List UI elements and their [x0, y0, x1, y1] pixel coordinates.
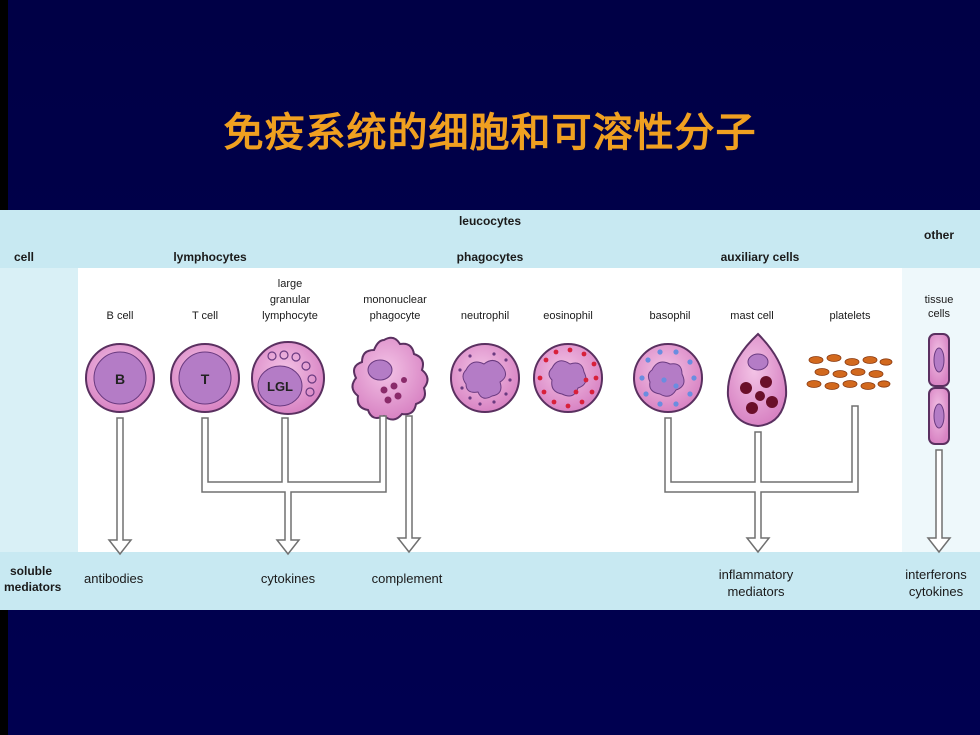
mononuclear-label-line2: phagocyte	[369, 310, 421, 322]
mediators-row-label: mediators	[4, 580, 62, 594]
inflammatory-mediators-line1: inflammatory	[718, 567, 794, 582]
b-cell-graphic: B	[85, 343, 155, 413]
leucocytes-label: leucocytes	[458, 214, 522, 228]
platelets-label: platelets	[829, 310, 871, 322]
basophil-label: basophil	[649, 310, 691, 322]
tissue-cells-label-line1: tissue	[924, 294, 954, 306]
slide-title: 免疫系统的细胞和可溶性分子	[223, 110, 757, 156]
mononuclear-phagocyte-graphic	[351, 336, 429, 421]
inflammatory-mediators-line2: mediators	[727, 584, 785, 599]
cytokines-label: cytokines	[260, 571, 316, 586]
tissue-cells-label-line2: cells	[927, 308, 950, 320]
cell-diagram-graphic: B T LGL	[85, 332, 952, 556]
eosinophil-graphic	[533, 343, 603, 413]
header-band	[0, 210, 980, 268]
left-label-column	[0, 268, 78, 552]
t-cell-label: T cell	[191, 310, 219, 322]
diagram-panel: leucocytes other cell lymphocytes phagoc…	[0, 210, 980, 610]
interferons-line1: interferons	[905, 567, 967, 582]
platelets-graphic	[806, 354, 893, 390]
mast-cell-graphic	[726, 332, 788, 428]
t-cell-graphic: T	[170, 343, 240, 413]
lymphocytes-label: lymphocytes	[173, 250, 247, 264]
t-cell-letter: T	[201, 371, 210, 387]
b-cell-letter: B	[115, 371, 125, 387]
interferons-line2: cytokines	[908, 584, 964, 599]
footer-band	[0, 552, 980, 610]
lgl-label-line2: granular	[269, 294, 311, 306]
mononuclear-label-line1: mononuclear	[363, 294, 427, 306]
cell-row-label: cell	[14, 250, 35, 264]
lgl-graphic: LGL	[251, 341, 325, 415]
lgl-letters: LGL	[267, 379, 293, 394]
neutrophil-graphic	[450, 343, 520, 413]
eosinophil-label: eosinophil	[543, 310, 593, 322]
neutrophil-label: neutrophil	[460, 310, 510, 322]
phagocytes-label: phagocytes	[456, 250, 524, 264]
tissue-cells-graphic	[928, 333, 950, 445]
mast-cell-label: mast cell	[730, 310, 774, 322]
other-label: other	[924, 228, 954, 242]
lgl-label-line1: large	[277, 278, 303, 290]
arrows-graphic	[107, 405, 952, 556]
basophil-graphic	[633, 343, 703, 413]
antibodies-label: antibodies	[84, 571, 144, 586]
complement-label: complement	[371, 571, 443, 586]
b-cell-label: B cell	[106, 310, 134, 322]
soluble-row-label: soluble	[10, 564, 53, 578]
lgl-label-line3: lymphocyte	[262, 310, 318, 322]
auxiliary-cells-label: auxiliary cells	[720, 250, 800, 264]
